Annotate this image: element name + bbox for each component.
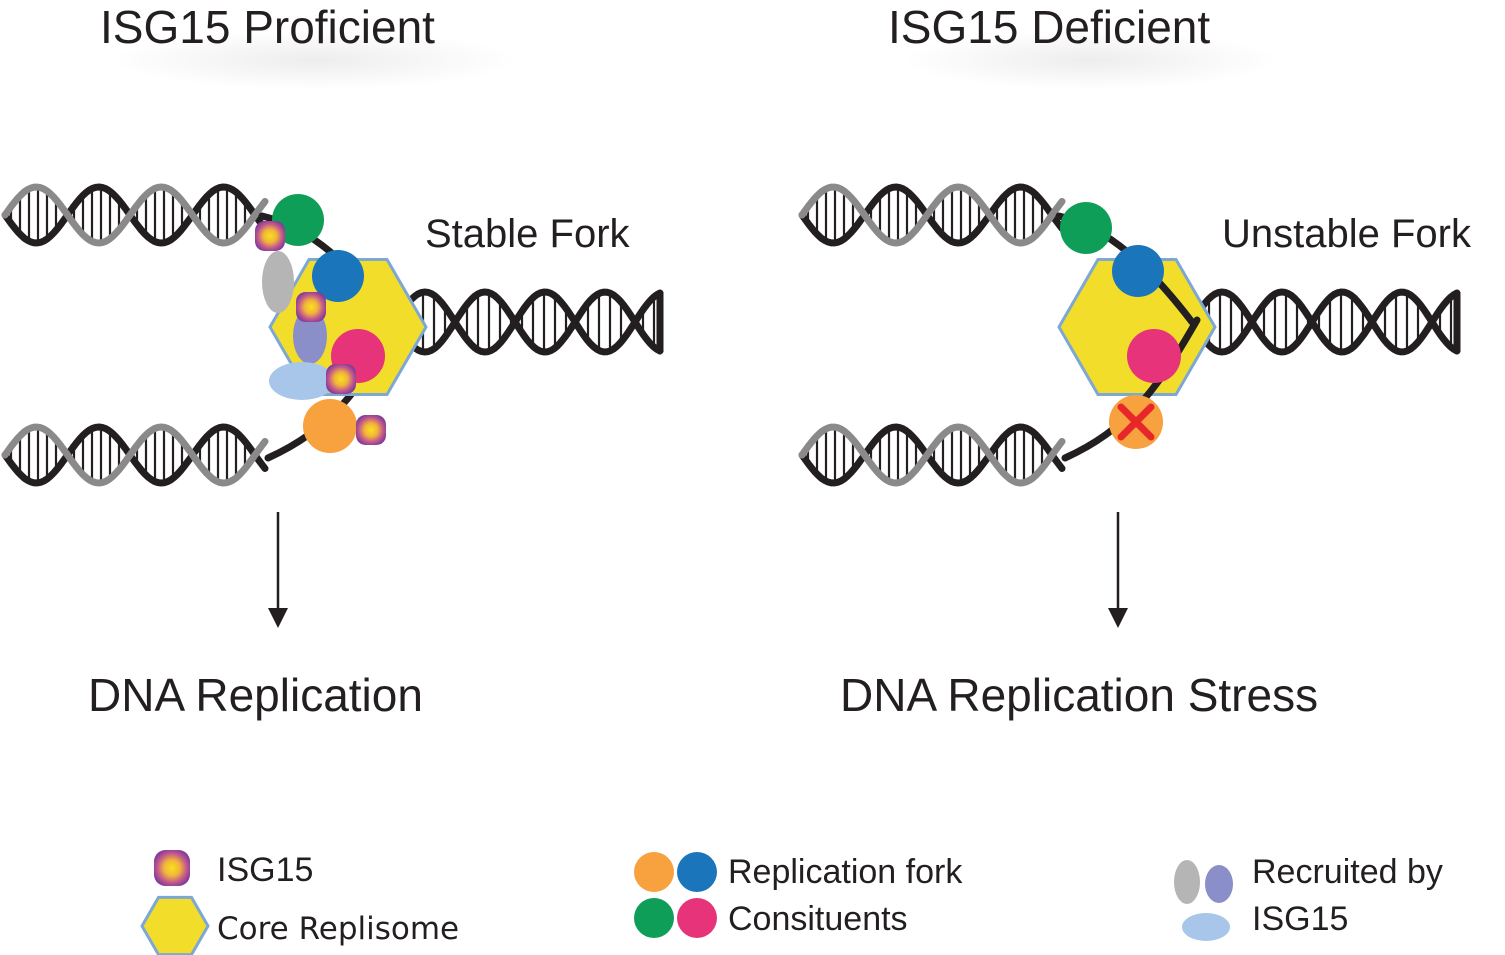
legend-recruited-line1: Recruited by <box>1252 853 1443 891</box>
dna-strand-grey <box>798 183 1066 247</box>
legend-lightblue-oval <box>1182 913 1230 941</box>
recruited-grey-oval <box>262 251 294 313</box>
recruited-lightblue-oval <box>269 362 335 400</box>
legend-fork-constituents-line2: Consituents <box>728 900 908 938</box>
left-panel <box>1 183 664 628</box>
left-outcome-label: DNA Replication <box>88 669 423 721</box>
dna-strand-dark <box>798 423 1066 487</box>
legend-core-replisome-icon <box>140 895 210 955</box>
daughter-helix-bottom <box>1 423 269 487</box>
title-shadow-right <box>900 30 1280 90</box>
recruited-purple-oval <box>293 308 327 364</box>
legend-recruited-line2: ISG15 <box>1252 900 1349 938</box>
isg15-marker-2 <box>296 292 326 322</box>
dna-strand-dark <box>798 183 1066 247</box>
legend-orange-circle <box>634 852 674 892</box>
daughter-helix-top <box>798 183 1066 247</box>
right-panel <box>798 183 1461 628</box>
isg15-marker-4 <box>356 415 386 445</box>
loss-cross-stroke <box>1117 403 1155 441</box>
dna-strand-dark <box>391 288 664 356</box>
fork-constituent-pink <box>1127 329 1181 383</box>
legend-blue-circle <box>677 852 717 892</box>
title-shadow-left <box>110 30 520 90</box>
fork-constituent-green <box>1060 202 1112 254</box>
isg15-marker-1 <box>255 221 285 251</box>
parental-helix <box>391 288 664 356</box>
legend-core-replisome-label: Core Replisome <box>217 911 460 947</box>
unstable-fork-label: Unstable Fork <box>1222 212 1471 256</box>
dna-strand-dark <box>1188 288 1461 356</box>
dna-strand-dark <box>1188 288 1461 356</box>
daughter-helix-top <box>1 183 269 247</box>
parental-helix <box>1188 288 1461 356</box>
legend-shapes <box>140 850 1233 955</box>
dna-strand-dark <box>1 183 269 247</box>
dna-strand-grey <box>798 423 1066 487</box>
dna-strand-grey <box>1 423 269 487</box>
legend-isg15-label: ISG15 <box>217 851 314 889</box>
right-panel-title: ISG15 Deficient <box>888 1 1211 53</box>
dna-strand-dark <box>1 423 269 487</box>
legend-purple-oval <box>1205 865 1233 903</box>
dna-strand-grey <box>1 183 269 247</box>
legend-grey-oval <box>1174 860 1200 904</box>
daughter-helix-bottom <box>798 423 1066 487</box>
legend-green-circle <box>634 898 674 938</box>
left-panel-title: ISG15 Proficient <box>100 1 435 53</box>
fork-constituent-blue <box>1112 245 1164 297</box>
legend-isg15-icon <box>154 850 190 886</box>
legend-pink-circle <box>677 898 717 938</box>
fork-constituent-orange <box>303 399 357 453</box>
legend-fork-constituents-line1: Replication fork <box>728 853 963 891</box>
isg15-marker-3 <box>326 364 356 394</box>
stable-fork-label: Stable Fork <box>425 212 630 256</box>
dna-strand-dark <box>391 288 664 356</box>
right-outcome-label: DNA Replication Stress <box>840 669 1319 721</box>
parental-duplex <box>391 288 664 356</box>
fork-constituent-blue <box>312 250 364 302</box>
